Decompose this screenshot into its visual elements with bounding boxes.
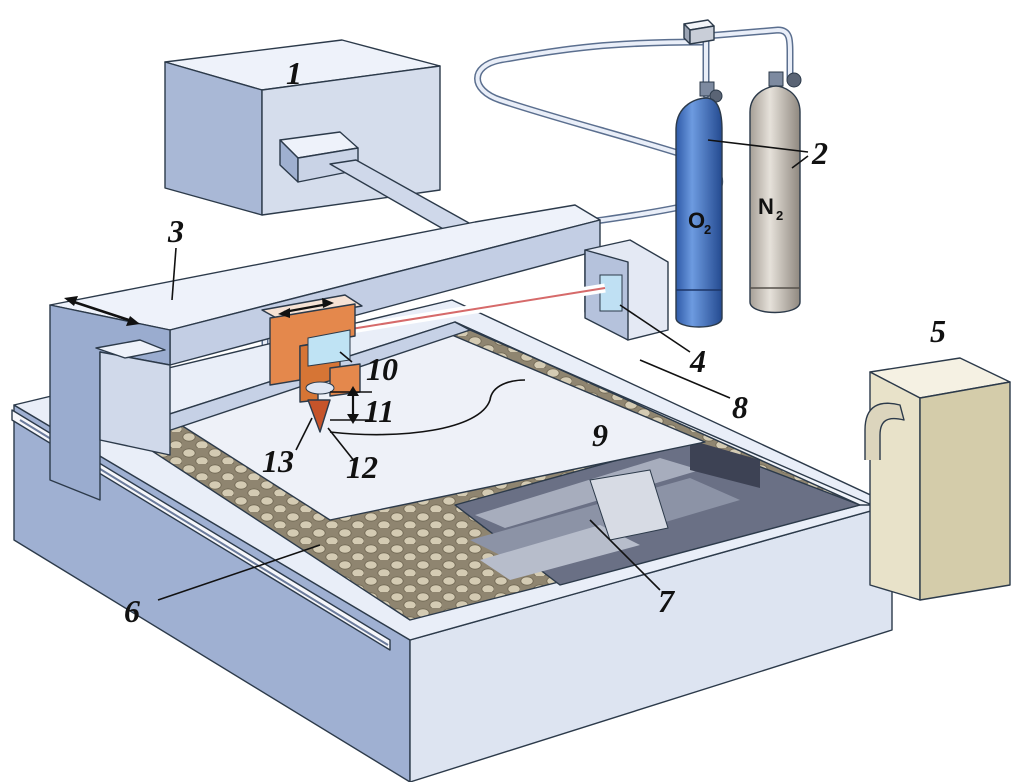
callout-5: 5	[930, 313, 946, 349]
callout-7: 7	[658, 583, 676, 619]
callout-10: 10	[366, 351, 398, 387]
callout-1: 1	[286, 55, 302, 91]
nitrogen-symbol: N	[758, 194, 774, 219]
fume-extractor	[864, 357, 1011, 601]
laser-source	[164, 39, 479, 235]
callout-2: 2	[811, 135, 828, 171]
gas-valve-junction	[683, 19, 715, 45]
callout-12: 12	[346, 449, 378, 485]
callout-4: 4	[689, 343, 706, 379]
oxygen-symbol: O	[688, 208, 705, 233]
laser-beam	[344, 287, 606, 331]
callouts: 1 2 3 4 5 6 7 8 9 10 11 12 13	[124, 55, 946, 629]
callout-11: 11	[364, 393, 394, 429]
nitrogen-subscript: 2	[776, 208, 783, 223]
callout-9: 9	[592, 417, 608, 453]
callout-13: 13	[262, 443, 294, 479]
cutting-head	[261, 294, 372, 433]
leader-lines	[157, 139, 809, 601]
oxygen-subscript: 2	[704, 222, 711, 237]
callout-3: 3	[167, 213, 184, 249]
callout-8: 8	[732, 389, 748, 425]
oxygen-cylinder: O 2	[675, 81, 723, 328]
nitrogen-cylinder: N 2	[749, 71, 802, 314]
callout-6: 6	[124, 593, 140, 629]
